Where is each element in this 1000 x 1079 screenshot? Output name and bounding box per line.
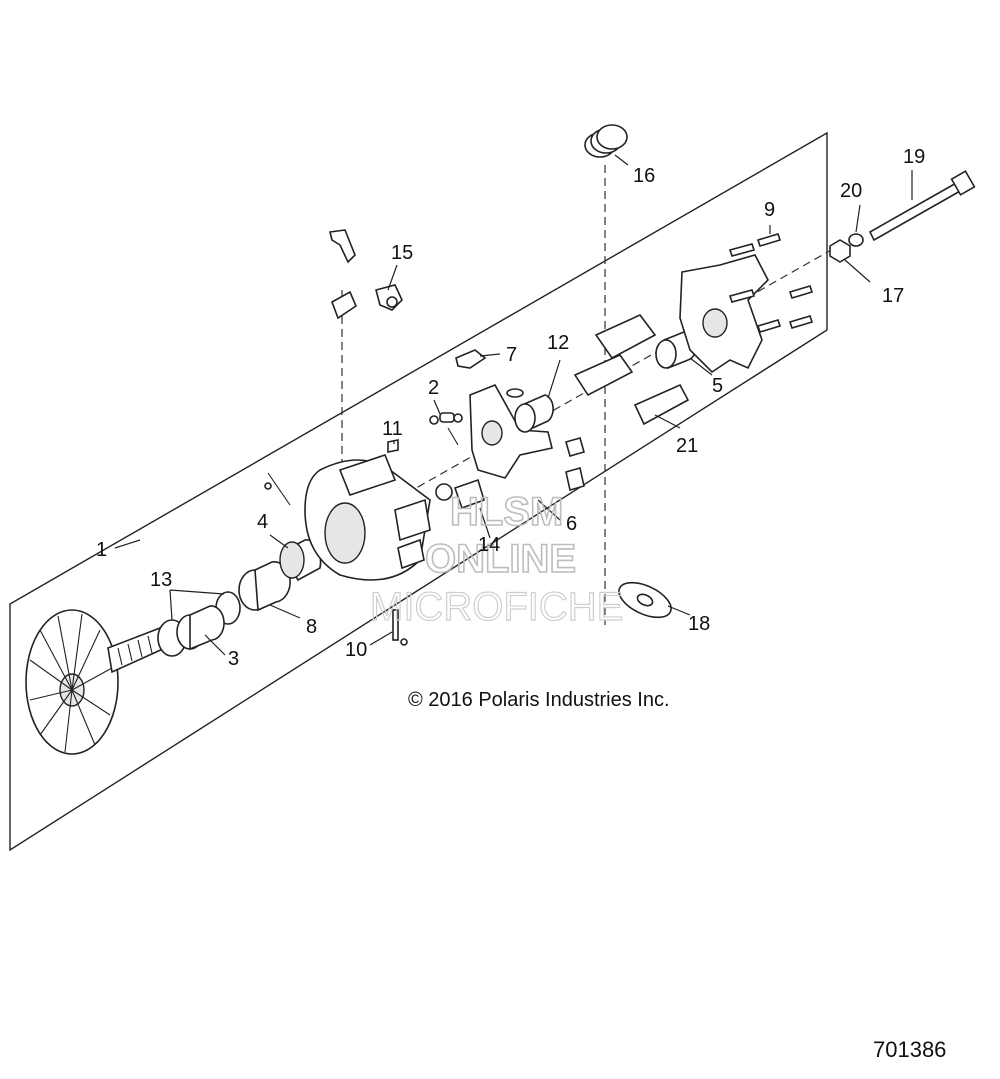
callout-6: 6 xyxy=(566,513,577,535)
button-part xyxy=(435,437,585,510)
figure-number: 701386 xyxy=(873,1037,946,1062)
small-bolt-part xyxy=(429,412,463,446)
bolt-set-part xyxy=(728,233,814,333)
callout-13: 13 xyxy=(150,569,172,591)
callout-12: 12 xyxy=(547,332,569,354)
pin-part xyxy=(392,609,408,646)
callout-2: 2 xyxy=(428,377,439,399)
watermark-line2: ONLINE xyxy=(425,537,576,581)
callout-20: 20 xyxy=(840,180,862,202)
spider-part xyxy=(469,383,553,479)
nut-part xyxy=(829,239,851,263)
callout-17: 17 xyxy=(882,285,904,307)
bushing-8-part xyxy=(238,561,291,612)
callout-7: 7 xyxy=(506,344,517,366)
callout-3: 3 xyxy=(228,648,239,670)
callout-10: 10 xyxy=(345,639,367,661)
copyright-notice: © 2016 Polaris Industries Inc. xyxy=(408,689,670,711)
bushing-part xyxy=(176,605,225,651)
callout-21: 21 xyxy=(676,435,698,457)
flyweight-part xyxy=(329,229,403,320)
callout-15: 15 xyxy=(391,242,413,264)
leader-lines xyxy=(114,154,913,656)
watermark: HLSM ONLINE MICROFICHE xyxy=(369,489,624,629)
washer-18-part xyxy=(618,581,672,619)
screw-part xyxy=(387,439,399,453)
callout-18: 18 xyxy=(688,613,710,635)
long-bolt-part xyxy=(868,170,976,242)
callout-1: 1 xyxy=(96,539,107,561)
bushing-4-part xyxy=(279,539,322,582)
callout-9: 9 xyxy=(764,199,775,221)
moveable-sheave-part xyxy=(264,454,431,581)
callout-4: 4 xyxy=(257,511,268,533)
assembly-boundary xyxy=(9,131,828,852)
callout-8: 8 xyxy=(306,616,317,638)
watermark-line1: HLSM xyxy=(450,490,563,534)
callout-5: 5 xyxy=(712,375,723,397)
roller-part xyxy=(455,349,487,369)
washer-part xyxy=(848,233,864,247)
callout-19: 19 xyxy=(903,146,925,168)
spring-part xyxy=(584,124,628,158)
callout-14: 14 xyxy=(478,534,500,556)
watermark-line3: MICROFICHE xyxy=(370,585,623,629)
shoe-part xyxy=(573,314,690,426)
cover-plate-part xyxy=(679,254,769,374)
fixed-sheave-part xyxy=(25,609,166,755)
callout-11: 11 xyxy=(382,418,403,440)
bushing-12-part xyxy=(514,394,554,433)
callout-16: 16 xyxy=(633,165,655,187)
callout-labels: 1 2 3 4 5 6 7 8 9 10 11 12 13 14 15 16 1… xyxy=(96,146,925,670)
